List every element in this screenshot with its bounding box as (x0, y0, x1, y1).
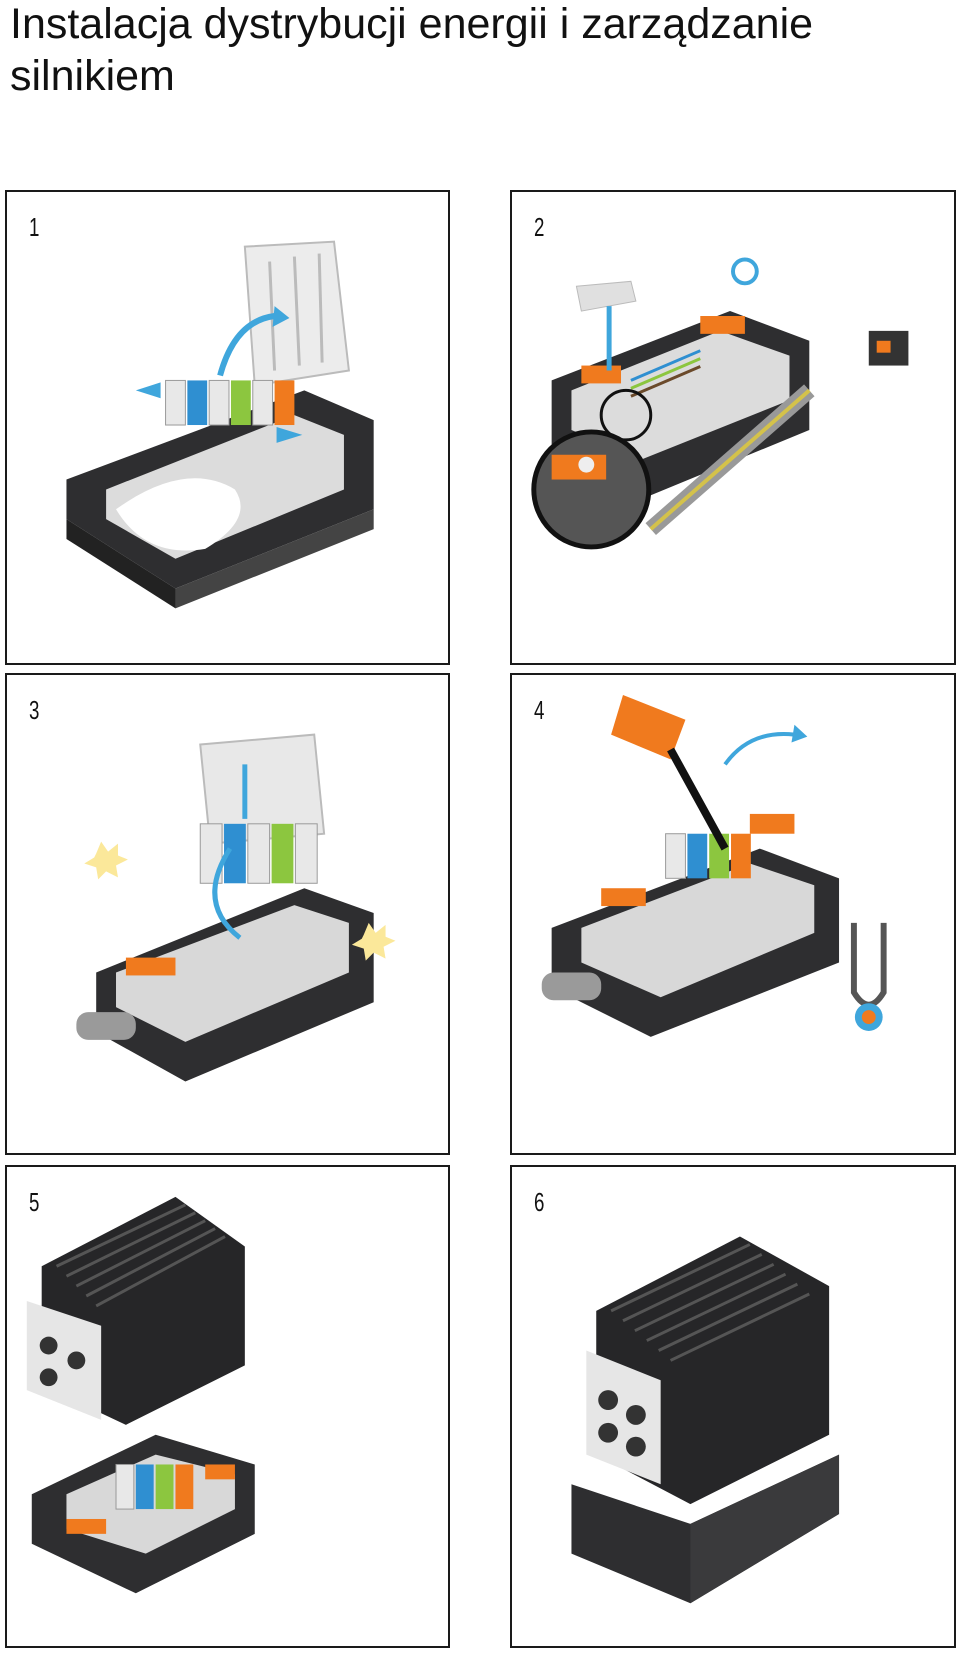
screwdriver-lock-illustration (541, 694, 887, 1037)
step-number: 4 (534, 695, 545, 725)
step-2-panel: 2 (510, 190, 956, 665)
page-title: Instalacja dystrybucji energii i zarządz… (10, 0, 814, 100)
step-number: 1 (29, 212, 40, 242)
step-number: 6 (534, 1187, 545, 1217)
step-3-panel: 3 (5, 673, 450, 1155)
module-assembly-illustration (26, 1196, 255, 1594)
assembled-module-illustration (571, 1236, 840, 1604)
step-number: 3 (29, 695, 40, 725)
step-1-panel: 1 (5, 190, 450, 665)
step-6-panel: 6 (510, 1165, 956, 1648)
step-number: 5 (29, 1187, 40, 1217)
terminal-block-insert-illustration (76, 733, 396, 1082)
cable-connection-illustration (531, 257, 909, 550)
step-5-panel: 5 (5, 1165, 450, 1648)
step-number: 2 (534, 212, 545, 242)
terminal-block-lifted-illustration (66, 240, 374, 609)
step-4-panel: 4 (510, 673, 956, 1155)
